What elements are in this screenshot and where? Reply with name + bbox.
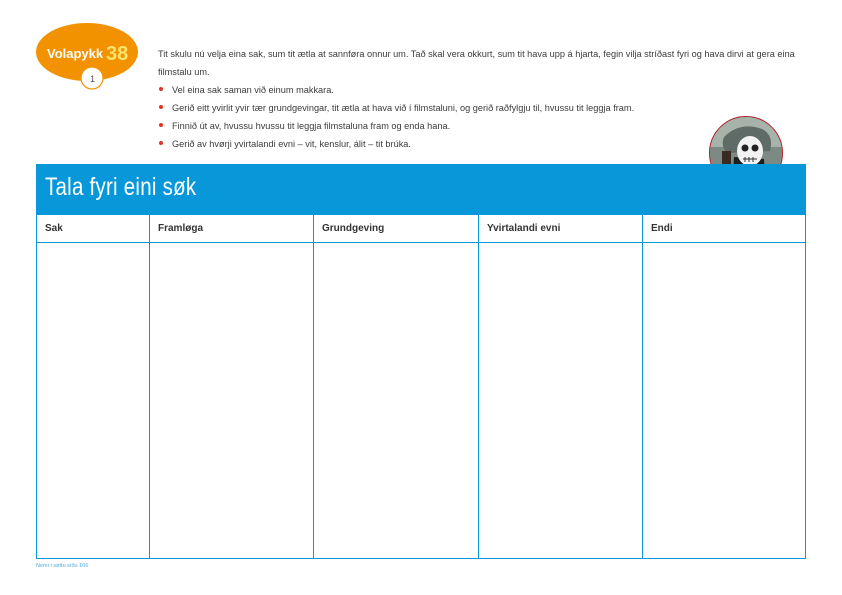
logo-brand: Volapykk	[47, 46, 104, 61]
writing-cell[interactable]	[479, 243, 642, 558]
writing-cell[interactable]	[37, 243, 149, 558]
instruction-item: Gerið eitt yvirlit yvir tær grundgevinga…	[158, 99, 808, 117]
intro-paragraph: Tit skulu nú velja eina sak, sum tit ætl…	[158, 49, 795, 77]
column-header: Endi	[643, 215, 805, 243]
footer-note: Nemi í søttu síðu 106	[36, 563, 89, 569]
logo-page-number: 1	[90, 74, 95, 84]
instruction-item: Finnið út av, hvussu hvussu tit leggja f…	[158, 117, 808, 135]
section-title: Tala fyri eini søk	[45, 173, 197, 201]
section-header-band: Tala fyri eini søk	[36, 164, 806, 214]
writing-cell[interactable]	[643, 243, 805, 558]
intro-text: Tit skulu nú velja eina sak, sum tit ætl…	[158, 45, 808, 153]
column-sak: Sak	[37, 215, 150, 558]
bullet-icon	[159, 123, 163, 127]
column-framloga: Framløga	[150, 215, 314, 558]
bullet-icon	[159, 141, 163, 145]
instruction-list: Vel eina sak saman við einum makkara. Ge…	[158, 81, 808, 153]
instruction-item: Gerið av hvørji yvirtalandi evni – vit, …	[158, 135, 808, 153]
column-header: Framløga	[150, 215, 313, 243]
bullet-icon	[159, 87, 163, 91]
column-header: Grundgeving	[314, 215, 478, 243]
column-endi: Endi	[643, 215, 805, 558]
volapykk-logo: Volapykk 38 1	[36, 22, 142, 90]
planning-table: Sak Framløga Grundgeving Yvirtalandi evn…	[36, 214, 806, 559]
instruction-item: Vel eina sak saman við einum makkara.	[158, 81, 808, 99]
column-header: Sak	[37, 215, 149, 243]
column-grundgeving: Grundgeving	[314, 215, 479, 558]
writing-cell[interactable]	[314, 243, 478, 558]
column-yvirtalandi-evni: Yvirtalandi evni	[479, 215, 643, 558]
column-header: Yvirtalandi evni	[479, 215, 642, 243]
bullet-icon	[159, 105, 163, 109]
writing-cell[interactable]	[150, 243, 313, 558]
logo-number: 38	[106, 43, 128, 65]
